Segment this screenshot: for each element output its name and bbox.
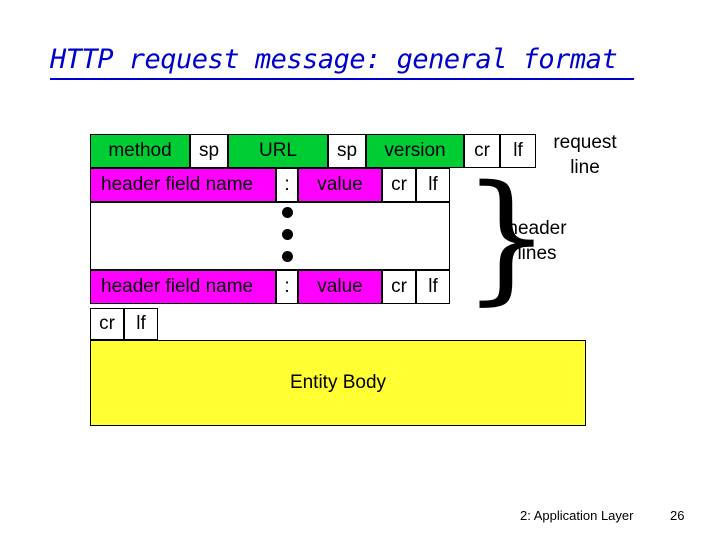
header-value-2: value	[298, 270, 382, 304]
footer-page-number: 26	[670, 508, 685, 523]
ellipsis-dot	[282, 229, 293, 240]
header-colon-1: :	[276, 168, 298, 202]
header-value-1: value	[298, 168, 382, 202]
header-lines-label-1: header	[507, 218, 567, 239]
request-line-label: request line	[540, 130, 630, 180]
slide-title: HTTP request message: general format	[50, 44, 618, 75]
ellipsis-dot	[282, 251, 293, 262]
entity-body-label: Entity Body	[289, 372, 387, 393]
header-lines-label-2: lines	[517, 243, 557, 264]
lf-field-request: lf	[500, 134, 536, 168]
header-colon-2: :	[276, 270, 298, 304]
header-lines-gap	[90, 202, 450, 270]
sp-field-2: sp	[328, 134, 366, 168]
footer-chapter: 2: Application Layer	[520, 508, 634, 523]
url-field: URL	[228, 134, 328, 168]
header-cr-1: cr	[382, 168, 416, 202]
ellipsis-dot	[282, 207, 293, 218]
header-lf-1: lf	[416, 168, 450, 202]
cr-field-request: cr	[464, 134, 500, 168]
blank-line-lf: lf	[124, 308, 158, 340]
method-field: method	[90, 134, 190, 168]
sp-field-1: sp	[190, 134, 228, 168]
request-line-label-2: line	[570, 157, 600, 178]
header-brace-icon: }	[462, 156, 552, 319]
request-line-label-1: request	[553, 132, 617, 153]
header-field-name-2: header field name	[90, 270, 276, 304]
header-field-name-1: header field name	[90, 168, 276, 202]
header-cr-2: cr	[382, 270, 416, 304]
header-lines-label: header lines	[504, 216, 570, 266]
blank-line-cr: cr	[90, 308, 124, 340]
entity-body: Entity Body	[90, 340, 586, 426]
version-field: version	[366, 134, 464, 168]
header-lf-2: lf	[416, 270, 450, 304]
title-underline	[50, 78, 634, 80]
